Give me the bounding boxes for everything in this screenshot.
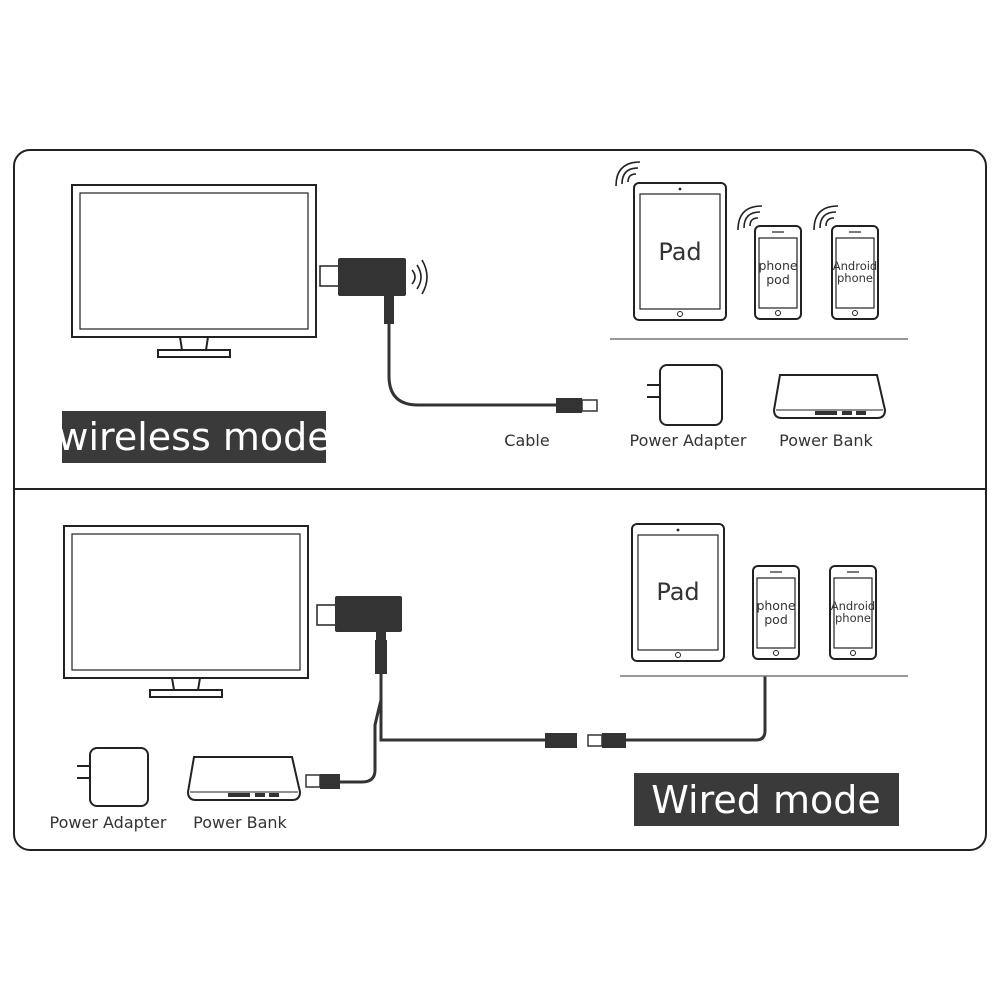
wired-mode-banner [634,773,899,826]
phone-label-line1: phone [758,258,797,273]
phone-icon [754,225,802,320]
wifi-signal-icon [411,259,428,295]
power-bank-label: Power Bank [779,431,873,450]
monitor-icon [63,525,309,698]
tablet-icon [631,523,725,662]
diagram-frame [13,149,987,851]
tablet-icon [633,182,727,321]
power-adapter-icon [647,364,723,426]
wireless-mode-banner [62,411,326,463]
phone-icon [752,565,800,660]
wireless-section: Cable Pad [57,161,908,463]
android-phone-label-line1: Android [831,599,875,613]
power-adapter-icon [77,747,149,807]
wired-section: Power Adapter Power Bank Pad phone pod [50,523,908,832]
power-bank-label: Power Bank [193,813,287,832]
monitor-icon [71,184,317,358]
phone-label-line1: phone [756,598,795,613]
wired-mode-title: Wired mode [651,778,880,822]
usb-plug-icon [587,733,626,748]
phone-label-line2: pod [764,612,788,627]
wifi-signal-icon [737,205,763,231]
usb-plug-icon [556,398,598,413]
pad-label: Pad [656,578,699,606]
usb-plug-icon [305,774,340,789]
power-bank-icon [772,374,887,419]
wireless-mode-title: wireless mode [57,415,330,459]
cable-icon [338,674,548,784]
cable-label: Cable [504,431,549,450]
android-phone-label-line2: phone [837,271,873,285]
dongle-icon [316,596,402,674]
power-bank-icon [186,756,302,801]
pad-label: Pad [658,238,701,266]
phone-label-line2: pod [766,272,790,287]
phone-icon [831,225,879,320]
android-phone-label-line1: Android [833,259,877,273]
power-adapter-label: Power Adapter [50,813,167,832]
android-phone-label-line2: phone [835,611,871,625]
power-adapter-label: Power Adapter [630,431,747,450]
dongle-icon [319,258,406,303]
cable-icon [384,302,558,407]
wifi-signal-icon [615,161,641,187]
cable-icon [626,676,767,742]
usb-plug-icon [545,733,577,748]
wifi-signal-icon [813,205,839,231]
phone-icon [829,565,877,660]
